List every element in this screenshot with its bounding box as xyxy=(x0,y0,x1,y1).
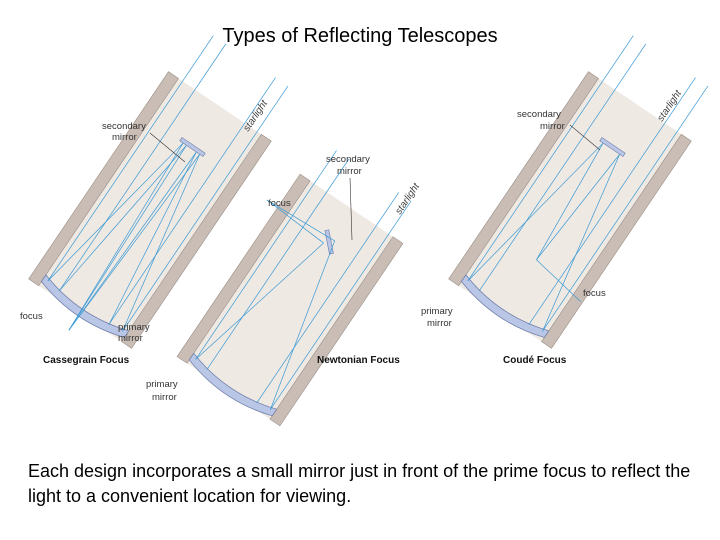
cassegrain-starlight-label: starlight xyxy=(241,97,270,133)
coude-primary-label-1: primary xyxy=(421,306,453,317)
page-title: Types of Reflecting Telescopes xyxy=(222,25,498,47)
cassegrain-focus-label: focus xyxy=(20,311,43,322)
newtonian-primary-label-2: mirror xyxy=(152,392,177,403)
newtonian-secondary-label-1: secondary xyxy=(326,154,370,165)
cassegrain-diagram: secondary mirror starlight focus primary… xyxy=(20,35,289,366)
newtonian-caption: Newtonian Focus xyxy=(317,355,400,366)
cassegrain-secondary-label-1: secondary xyxy=(102,121,146,132)
coude-focus-label: focus xyxy=(583,288,606,299)
coude-secondary-label-1: secondary xyxy=(517,109,561,120)
newtonian-secondary-label-2: mirror xyxy=(337,166,362,177)
coude-tube xyxy=(448,35,709,349)
cassegrain-primary-label-2: mirror xyxy=(118,333,143,344)
newtonian-focus-label: focus xyxy=(268,198,291,209)
newtonian-primary-label-1: primary xyxy=(146,379,178,390)
newtonian-tube xyxy=(176,150,412,427)
cassegrain-caption: Cassegrain Focus xyxy=(43,355,130,366)
newtonian-starlight-label: starlight xyxy=(393,180,422,216)
newtonian-diagram: secondary mirror starlight focus primary… xyxy=(146,150,423,427)
cassegrain-tube xyxy=(28,35,289,349)
cassegrain-secondary-label-2: mirror xyxy=(112,132,137,143)
description-text: Each design incorporates a small mirror … xyxy=(28,461,691,506)
coude-diagram: secondary mirror starlight focus primary… xyxy=(421,35,709,366)
coude-secondary-label-2: mirror xyxy=(540,121,565,132)
cassegrain-primary-label-1: primary xyxy=(118,322,150,333)
coude-caption: Coudé Focus xyxy=(503,355,567,366)
coude-primary-label-2: mirror xyxy=(427,318,452,329)
coude-starlight-label: starlight xyxy=(655,87,684,123)
